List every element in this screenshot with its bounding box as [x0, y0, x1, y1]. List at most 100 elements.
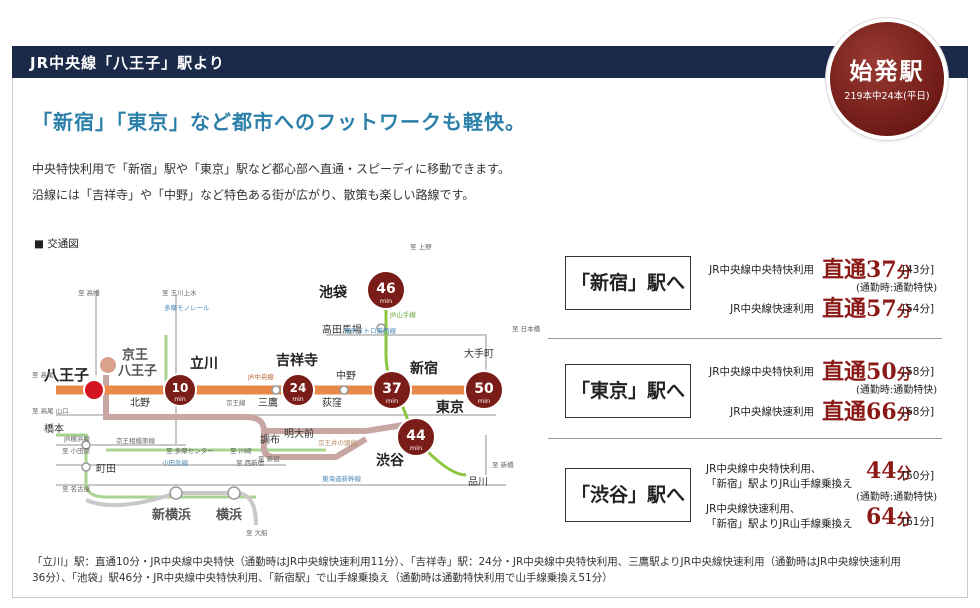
- route-shinjuku-label-1: JR中央線中央特快利用: [709, 264, 814, 276]
- route-shinjuku-num-2: 57: [866, 296, 897, 322]
- time-tokyo-value: 50: [474, 381, 494, 397]
- station-dot-yokohama: [227, 486, 241, 500]
- station-ikebukuro: 池袋: [319, 284, 348, 301]
- label-yokohama-line: JR横浜線: [63, 434, 90, 443]
- badge-main: 始発駅: [849, 59, 925, 85]
- content-frame: [12, 46, 968, 598]
- route-shibuya-bracket-2: [61分]: [902, 516, 935, 528]
- route-tokyo-num-2: 66: [866, 399, 897, 425]
- route-shinjuku-prefix-1: 直通: [822, 257, 867, 283]
- time-ikebukuro-unit: min: [380, 297, 392, 305]
- station-dot-mitaka: [271, 385, 281, 395]
- station-machida: 町田: [96, 464, 116, 475]
- station-nakano: 中野: [336, 369, 356, 382]
- time-circles: 10 min 24 min 46 min 37 min 50 min 44 mi…: [163, 270, 504, 457]
- route-shinjuku-bracket-2: [54分]: [902, 303, 935, 315]
- station-otemachi: 大手町: [464, 347, 494, 360]
- time-ikebukuro: 46 min: [366, 270, 406, 310]
- label-to-hachioji-minami: 至 小田原: [62, 446, 91, 455]
- route-tokyo-label-2: JR中央線快速利用: [730, 406, 814, 418]
- label-to-oimachi: 至 新橋: [492, 460, 514, 469]
- label-to-chiba: 至 大船: [246, 528, 268, 537]
- label-tokaido: 東海道新幹線: [322, 474, 362, 483]
- keio-hachioji-marker: [100, 357, 116, 373]
- route-shinjuku-time-2: 直通57分: [822, 291, 912, 323]
- route-shibuya-label-1a: JR中央線中央特快利用、: [706, 463, 822, 475]
- station-kitano: 北野: [130, 397, 150, 409]
- badge-sub: 219本中24本(平日): [844, 91, 930, 102]
- station-dot-nakano: [339, 385, 349, 395]
- label-to-fujisawa: 至 名古屋: [62, 484, 91, 493]
- label-to-tamagakuen: 至 玉川上水: [162, 288, 197, 297]
- label-to-shinjuku2: 至 新宿: [258, 454, 280, 463]
- label-to-takao: 至 高尾: [32, 370, 54, 379]
- label-tamagawa: 多摩モノレール: [164, 303, 210, 312]
- headline: 「新宿」「東京」など都市へのフットワークも軽快。: [32, 110, 526, 134]
- first-train-badge: 始発駅 219本中24本(平日): [830, 22, 944, 136]
- route-shibuya-time-2: 64分: [866, 504, 912, 530]
- route-shibuya-bracket-1: [50分]: [902, 470, 935, 482]
- route-shibuya-unit-2: 分: [896, 510, 912, 528]
- route-shibuya-num-2: 64: [866, 504, 897, 530]
- footnote-line-1: 「立川」駅：直通10分・JR中央線中央特快（通勤時はJR中央線快速利用11分）、…: [32, 556, 901, 568]
- time-tachikawa-unit: min: [174, 396, 186, 403]
- header-title: JR中央線「八王子」駅より: [30, 54, 225, 72]
- station-dot-takadanobaba: [376, 323, 386, 333]
- route-tokyo-label-1: JR中央線中央特快利用: [709, 366, 814, 378]
- station-yokohama: 横浜: [216, 507, 242, 523]
- label-keio-inokashira: 京王井の頭線: [318, 438, 358, 447]
- label-to-takahata: 至 高幡: [78, 288, 100, 297]
- station-shinjuku: 新宿: [410, 360, 438, 377]
- body-line-2: 沿線には「吉祥寺」や「中野」など特色ある街が広がり、散策も楽しい路線です。: [32, 188, 475, 202]
- route-shibuya-note-1: (通勤時:通勤特快): [856, 492, 938, 503]
- route-tokyo-time-2: 直通66分: [822, 394, 912, 426]
- dest-shibuya: 「渋谷」駅へ: [565, 468, 691, 522]
- time-tachikawa: 10 min: [163, 373, 197, 407]
- station-shin-yokohama: 新横浜: [152, 507, 191, 523]
- label-kawasaki: 至 川崎: [230, 446, 252, 455]
- route-shinjuku-label-2: JR中央線快速利用: [730, 303, 814, 315]
- label-jr-yamanote: JR山手線: [389, 310, 416, 319]
- time-kichijoji-value: 24: [290, 381, 307, 395]
- route-shinjuku-time-1: 直通37分: [822, 252, 912, 284]
- route-shibuya-label-2b: 「新宿」駅よりJR山手線乗換え: [706, 518, 853, 530]
- label-to-nihonbashi: 至 日本橋: [512, 324, 541, 333]
- transit-map: ■ 交通図: [32, 237, 541, 537]
- dest-shinjuku: 「新宿」駅へ: [565, 256, 691, 310]
- time-kichijoji: 24 min: [281, 373, 315, 407]
- time-shinjuku-unit: min: [386, 397, 398, 405]
- route-tokyo-unit-2: 分: [896, 405, 912, 423]
- time-tachikawa-value: 10: [172, 381, 189, 395]
- route-shinjuku-unit-1: 分: [896, 263, 912, 281]
- label-to-hashimoto: 至 高尾 山口: [32, 406, 69, 415]
- station-shinagawa: 品川: [468, 476, 488, 488]
- route-shibuya-num-1: 44: [866, 458, 897, 484]
- divider-2: [548, 438, 942, 439]
- route-shinjuku-note-1: (通勤時:通勤特快): [856, 283, 938, 294]
- time-tokyo: 50 min: [464, 370, 504, 410]
- route-tokyo-prefix-2: 直通: [822, 399, 867, 425]
- station-hashimoto: 橋本: [44, 422, 64, 435]
- route-tokyo-bracket-2: [68分]: [902, 406, 935, 418]
- label-tokyo-metro: 東京メトロ東西線: [344, 326, 397, 335]
- route-tokyo-unit-1: 分: [896, 365, 912, 383]
- station-tokyo: 東京: [436, 399, 464, 416]
- station-meidaimae: 明大前: [284, 427, 314, 440]
- route-shibuya-time-1: 44分: [866, 458, 912, 484]
- station-ogikubo: 荻窪: [322, 396, 342, 409]
- dest-tokyo: 「東京」駅へ: [565, 364, 691, 418]
- route-shinjuku-prefix-2: 直通: [822, 296, 867, 322]
- footnote-line-2: 36分）、「池袋」駅46分・JR中央線中央特快利用、「新宿駅」で山手線乗換え（通…: [32, 572, 613, 584]
- route-shibuya-unit-1: 分: [896, 464, 912, 482]
- map-title: ■ 交通図: [34, 237, 79, 250]
- label-odakyu: 小田急線: [162, 458, 189, 467]
- time-shibuya: 44 min: [396, 417, 436, 457]
- route-tokyo-num-1: 50: [866, 359, 897, 385]
- route-tokyo-note-1: (通勤時:通勤特快): [856, 385, 938, 396]
- station-dot-machida: [81, 462, 91, 472]
- route-shibuya-label-1b: 「新宿」駅よりJR山手線乗換え: [706, 478, 853, 490]
- route-shinjuku-bracket-1: [43分]: [902, 264, 935, 276]
- label-tama-center: 至 多摩センター: [166, 446, 214, 455]
- station-shibuya: 渋谷: [376, 452, 405, 469]
- time-shinjuku-value: 37: [382, 381, 401, 397]
